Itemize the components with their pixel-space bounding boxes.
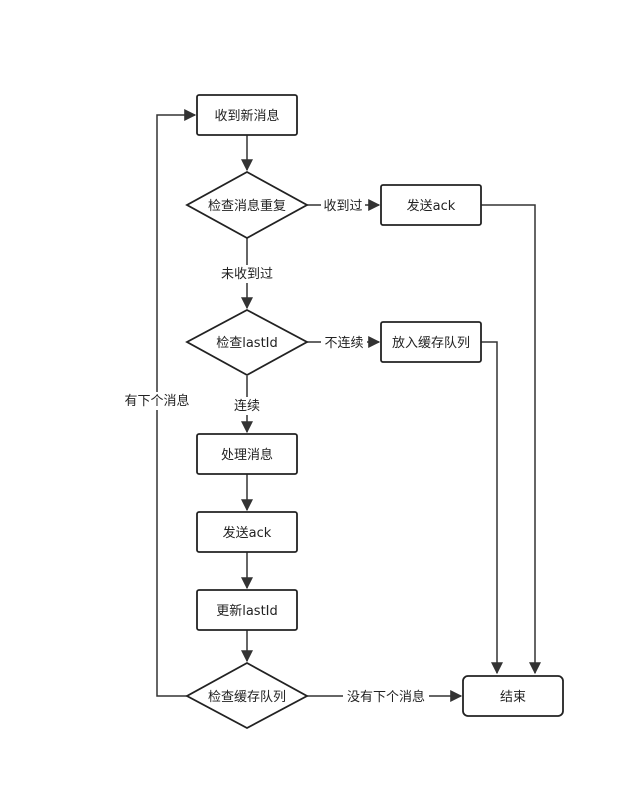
node-send-ack-dup: 发送ack [380, 184, 482, 226]
node-check-dup-label: 检查消息重复 [208, 198, 286, 214]
node-send-ack: 发送ack [196, 511, 298, 553]
node-update-lastid: 更新lastId [196, 589, 298, 631]
edge-labels: 收到过 未收到过 不连续 连续 有下个消息 没有下个消息 [120, 196, 429, 706]
node-end: 结束 [462, 675, 564, 717]
node-send-ack-label: 发送ack [223, 525, 272, 541]
node-cache-queue: 放入缓存队列 [380, 321, 482, 363]
node-cache-queue-label: 放入缓存队列 [392, 336, 470, 351]
edge-label-not-continuous: 不连续 [324, 335, 363, 351]
node-process: 处理消息 [196, 433, 298, 475]
edge-label-has-next: 有下个消息 [124, 393, 189, 409]
edge-label-continuous: 连续 [234, 398, 260, 414]
node-check-cache: 检查缓存队列 [185, 661, 309, 730]
edge-label-not-received: 未收到过 [221, 267, 273, 282]
edge-label-no-next: 没有下个消息 [347, 689, 425, 705]
edge-send-ack-to-end [481, 204, 541, 675]
node-check-lastid-label: 检查lastId [216, 336, 278, 351]
node-process-label: 处理消息 [221, 447, 273, 463]
edge-cache-to-end [481, 341, 503, 675]
node-send-ack-dup-label: 发送ack [407, 198, 456, 214]
node-check-cache-label: 检查缓存队列 [208, 690, 286, 705]
node-check-lastid: 检查lastId [185, 308, 309, 377]
edge-label-received: 收到过 [323, 199, 362, 214]
node-check-dup: 检查消息重复 [185, 170, 309, 240]
node-update-lastid-label: 更新lastId [216, 603, 278, 619]
node-end-label: 结束 [500, 690, 526, 705]
node-receive-label: 收到新消息 [214, 108, 279, 124]
node-receive: 收到新消息 [196, 94, 298, 136]
